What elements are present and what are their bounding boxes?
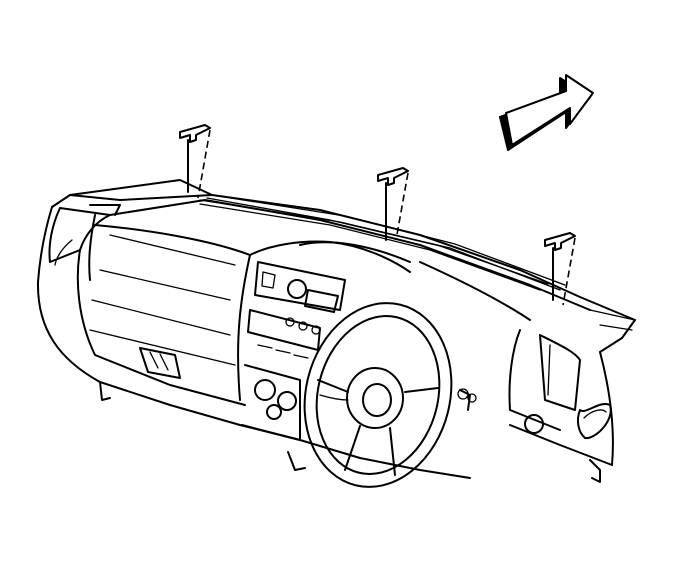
steering-wheel [303, 302, 453, 488]
defroster-vent-grille [199, 199, 561, 291]
glove-box-door [139, 347, 181, 379]
clip-icon-right [544, 232, 576, 306]
clip-icon-left [179, 124, 211, 199]
clip-icon-center [377, 167, 409, 241]
instrument-panel [36, 179, 636, 483]
instrument-cluster-bezel [254, 261, 346, 313]
front-direction-arrow-icon [499, 74, 594, 151]
